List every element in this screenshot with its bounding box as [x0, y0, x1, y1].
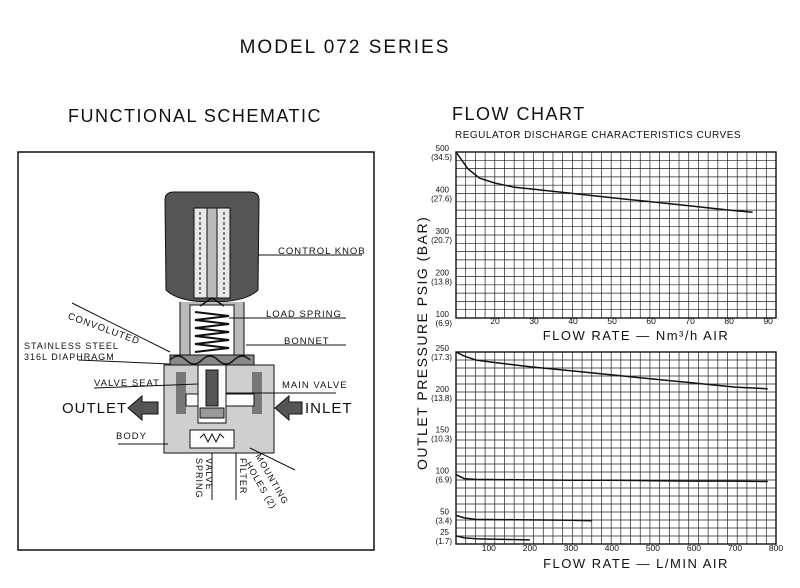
series-line-4: [455, 535, 530, 541]
label-main-valve: MAIN VALVE: [282, 380, 348, 391]
x-tick-label: 70: [685, 316, 695, 326]
label-load-spring: LOAD SPRING: [266, 309, 342, 320]
x-tick-label: 90: [763, 316, 773, 326]
y-tick-label: 25: [440, 528, 449, 537]
label-bonnet: BONNET: [284, 336, 330, 347]
x-tick-label: 700: [728, 543, 742, 553]
y-tick-sublabel: (1.7): [436, 537, 453, 546]
x-tick-label: 200: [523, 543, 537, 553]
y-tick-label: 150: [436, 426, 450, 435]
x-tick-label: 300: [564, 543, 578, 553]
y-tick-sublabel: (13.8): [431, 394, 452, 403]
y-tick-sublabel: (34.5): [431, 153, 452, 162]
label-body: BODY: [116, 431, 147, 442]
y-tick-label: 300: [436, 227, 450, 236]
x-tick-label: 60: [646, 316, 656, 326]
x-tick-label: 40: [568, 316, 578, 326]
y-tick-label: 250: [436, 344, 450, 353]
x-tick-label: 400: [605, 543, 619, 553]
y-tick-sublabel: (6.9): [436, 319, 453, 328]
series-line-1: [455, 151, 753, 213]
x-tick-label: 500: [646, 543, 660, 553]
y-tick-label: 200: [436, 385, 450, 394]
page-title: MODEL 072 SERIES: [239, 37, 451, 58]
y-tick-sublabel: (3.4): [436, 516, 453, 525]
y-tick-sublabel: (10.3): [431, 435, 452, 444]
y-tick-label: 400: [436, 186, 450, 195]
shared-ylabel: OUTLET PRESSURE PSIG (BAR): [414, 215, 430, 470]
x-tick-label: 80: [724, 316, 734, 326]
x-tick-label: 30: [529, 316, 539, 326]
y-tick-label: 50: [440, 507, 449, 516]
y-tick-label: 500: [436, 144, 450, 153]
series-line-2: [455, 473, 768, 483]
y-tick-label: 200: [436, 269, 450, 278]
label-diaphragm-1: STAINLESS STEEL: [24, 341, 119, 351]
x-axis-label: FLOW RATE — L/MIN AIR: [543, 556, 729, 571]
label-diaphragm-2: 316L DIAPHRAGM: [24, 352, 115, 362]
y-tick-sublabel: (27.6): [431, 195, 452, 204]
series-line-1: [455, 351, 768, 390]
flow-chart-subtitle: REGULATOR DISCHARGE CHARACTERISTICS CURV…: [455, 130, 742, 141]
label-valve-seat: VALVE SEAT: [94, 378, 160, 389]
y-tick-sublabel: (20.7): [431, 236, 452, 245]
y-tick-label: 100: [436, 467, 450, 476]
chart-frame: [455, 151, 777, 319]
label-control-knob: CONTROL KNOB: [278, 246, 366, 257]
x-tick-label: 100: [482, 543, 496, 553]
x-tick-label: 50: [607, 316, 617, 326]
label-inlet: INLET: [305, 400, 353, 417]
flow-chart-title: FLOW CHART: [452, 104, 586, 124]
y-tick-label: 100: [436, 310, 450, 319]
chart-frame: [455, 351, 777, 545]
series-line-3: [455, 514, 592, 522]
y-tick-sublabel: (17.3): [431, 353, 452, 362]
x-axis-label: FLOW RATE — Nm³/h AIR: [543, 328, 730, 343]
y-tick-sublabel: (6.9): [436, 476, 453, 485]
x-tick-label: 20: [490, 316, 500, 326]
label-outlet: OUTLET: [62, 400, 128, 417]
x-tick-label: 600: [687, 543, 701, 553]
x-tick-label: 800: [769, 543, 783, 553]
y-tick-sublabel: (13.8): [431, 278, 452, 287]
schematic-title: FUNCTIONAL SCHEMATIC: [68, 106, 323, 126]
